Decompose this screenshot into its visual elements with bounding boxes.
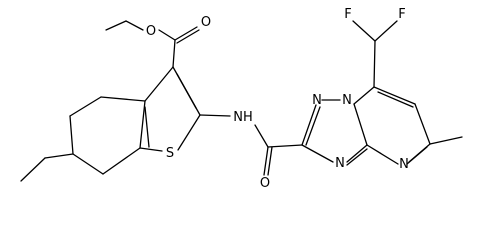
atom-n-amide: NH — [233, 110, 253, 125]
atom-f-1: F — [344, 7, 351, 22]
atom-n-pyrimidine: N — [399, 157, 409, 172]
atom-o-amide: O — [260, 176, 270, 191]
atom-o-ester-single: O — [146, 24, 156, 39]
triazole-ring — [301, 99, 368, 166]
atom-o-ester-double: O — [201, 15, 211, 30]
atom-n-triazole-2: N — [342, 93, 352, 108]
ethyl-ester-group — [105, 20, 200, 68]
methyl-group — [429, 136, 463, 145]
atom-n-triazole-1: N — [312, 93, 322, 108]
pyrimidine-ring — [353, 86, 431, 165]
thiophene-ring — [139, 66, 201, 152]
structure-canvas: O O S NH O N N N N F F — [20, 7, 463, 191]
cyclohexene-ring — [69, 96, 146, 175]
atom-s-thiophene: S — [166, 146, 174, 161]
ring-ethyl-group — [20, 153, 74, 182]
atom-n-triazole-4: N — [335, 156, 345, 171]
structure-diagram: O O S NH O N N N N F F — [20, 7, 463, 191]
difluoromethyl-group — [352, 20, 398, 88]
amide-linker — [199, 114, 303, 176]
atom-f-2: F — [398, 7, 405, 22]
